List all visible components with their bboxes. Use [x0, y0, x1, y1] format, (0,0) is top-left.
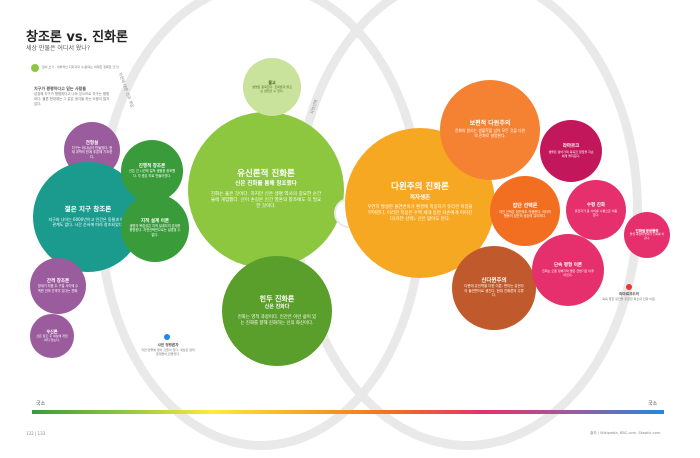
circle-jeonghyeong-body: 지구는 하나님이 만들었다. 현재 과학의 한계 추론에 기초한다.: [71, 145, 113, 159]
circle-small-title: 우신론: [46, 328, 58, 334]
circle-day-age-body: 생명의 복잡성은 지적 설계자의 존재를 증명한다. 자연선택만으로는 설명할 …: [129, 224, 181, 237]
circle-pink4-body: 발생 과정의 변화가 진화를 이끈다.: [629, 232, 665, 241]
circle-hindu-evolution: 힌두 진화론 신은 진화다 진화는 영적 과정이다. 인간은 이런 삶이 있는 …: [222, 256, 332, 366]
red-note-body: 획득 형질 유전을 주장한 최초의 진화 이론.: [602, 297, 656, 301]
circle-old-earth: 진행적 창조론 신은 긴 시간에 걸쳐 생물을 창조했다. 각 종은 따로 만들…: [121, 140, 183, 202]
circle-pink2-body: 유전자가 종 사이를 수평으로 이동한다.: [574, 208, 618, 217]
circle-hindu-title: 힌두 진화론: [259, 295, 295, 304]
circle-gaia-title: 불교: [268, 79, 276, 85]
circle-pink4-title: 진화발생생물학: [635, 229, 659, 234]
axis-right-label: 국소: [648, 401, 658, 407]
blue-note: 샤먼 정령론자 자연 만물에 영이 깃들어 있다. 세상은 영적 존재들이 만들…: [140, 343, 196, 356]
axis-gradient-bar: [32, 410, 664, 414]
circle-orthodox-body: 진화의 원리는 생물학을 넘어 모든 것을 다윈의 진화로 설명한다.: [454, 128, 526, 139]
circle-theistic-subtitle: 신은 진화를 통해 창조했다: [235, 181, 297, 188]
red-note-dot-icon: [626, 284, 632, 290]
circle-day-age-title: 지적 설계 이론: [141, 218, 169, 224]
circle-jeonghyeong-title: 전형설: [85, 140, 99, 146]
circle-orthodox-title: 보편적 다윈주의: [469, 120, 511, 128]
page-subtitle: 세상 만물은 어디서 왔나?: [26, 45, 91, 52]
circle-gap-body: 창세기 처음 두 구절 사이에 수백만 년의 간격이 있다는 견해.: [37, 284, 79, 293]
circle-old-earth-title: 진행적 창조론: [138, 164, 166, 170]
blue-note-dot-icon: [164, 334, 170, 340]
circle-pink2: 수평 진화 유전자가 종 사이를 수평으로 이동한다.: [566, 180, 626, 240]
footer-page-numbers: 132 | 133: [26, 431, 46, 436]
left-note: 지구가 평평하다고 믿는 사람들 성경에 지구가 평평하다고 나와 있으므로 지…: [34, 86, 112, 106]
circle-darwinian-title: 다윈주의 진화론: [391, 182, 449, 193]
footer-source: 출처 | Wikipedia, BBC.com, Skeptic.com: [590, 431, 661, 435]
circle-theistic-title: 유신론적 진화론: [237, 168, 295, 179]
circle-darwinian-subtitle: 적자생존: [409, 194, 431, 201]
circle-neo-darwinism: 신다윈주의 다윈에 유전학을 더한 이론. 변이는 유전자의 돌연변이로 생긴다…: [452, 246, 536, 330]
axis-left-label: 국소: [36, 401, 46, 407]
circle-pink4: 진화발생생물학 발생 과정의 변화가 진화를 이끈다.: [624, 212, 670, 258]
circle-pink1-body: 생물은 살아가며 획득한 형질을 자손에게 물려준다.: [548, 149, 594, 158]
circle-neo-title: 신다윈주의: [481, 277, 507, 284]
left-note-title: 지구가 평평하다고 믿는 사람들: [34, 86, 87, 91]
circle-hindu-subtitle: 신은 진화다: [264, 304, 290, 311]
circle-pink2-title: 수평 진화: [586, 203, 606, 209]
circle-old-earth-body: 신은 긴 시간에 걸쳐 생물을 창조했다. 각 종은 따로 만들어졌다.: [128, 169, 176, 178]
circle-pink3: 단속 평형 이론 진화는 오랜 정체기와 짧은 급변기로 이루어진다.: [532, 234, 604, 306]
circle-gaia-body: 생명은 윤회한다. 진화론과 불교는 양립할 수 있다.: [252, 85, 292, 94]
circle-theistic-body: 진화는 옳은 것이다. 하지만 신은 생명 역사의 중요한 순간들에 개입했다.…: [210, 191, 322, 210]
circle-selection: 집단 선택론 자연 선택은 집단에도 작용한다. 이타적 행동이 집단의 생존에…: [490, 176, 560, 246]
circle-darwinian-body: 우연히 발생한 돌연변이가 환경에 적응하기 유리한 이점을 부여한다. 이러한…: [367, 205, 473, 222]
page-title: 창조론 vs. 진화론: [26, 30, 128, 45]
circle-day-age: 지적 설계 이론 생명의 복잡성은 지적 설계자의 존재를 증명한다. 자연선택…: [121, 194, 189, 262]
circle-gap: 간격 창조론 창세기 처음 두 구절 사이에 수백만 년의 간격이 있다는 견해…: [30, 258, 86, 314]
blue-note-title: 샤먼 정령론자: [157, 343, 179, 347]
circle-selection-body: 자연 선택은 집단에도 작용한다. 이타적 행동이 집단의 생존에 유리하다.: [499, 209, 551, 218]
circle-gap-title: 간격 창조론: [46, 279, 70, 285]
circle-pink3-title: 단속 평형 이론: [554, 263, 582, 269]
red-note-title: 라마르크주의: [619, 292, 639, 296]
circle-gaia: 불교 생명은 윤회한다. 진화론과 불교는 양립할 수 있다.: [243, 58, 301, 116]
circle-pink1: 라마르크 생물은 살아가며 획득한 형질을 자손에게 물려준다.: [540, 120, 602, 182]
circle-theistic-evolution: 유신론적 진화론 신은 진화를 통해 창조했다 진화는 옳은 것이다. 하지만 …: [188, 112, 344, 268]
legend-text: 원이 쓰기 · 내부적인 지지자의 수(원의는 비례한 정확한 크기): [42, 65, 120, 69]
circle-young-earth-title: 젊은 지구 창조론: [64, 205, 112, 214]
red-note: 라마르크주의 획득 형질 유전을 주장한 최초의 진화 이론.: [600, 292, 658, 301]
circle-pink1-title: 라마르크: [562, 144, 580, 150]
circle-pink3-body: 진화는 오랜 정체기와 짧은 급변기로 이루어진다.: [542, 268, 594, 277]
circle-orthodox: 보편적 다윈주의 진화의 원리는 생물학을 넘어 모든 것을 다윈의 진화로 설…: [440, 80, 540, 180]
left-note-body: 성경에 지구가 평평하다고 나와 있으므로 지구는 평평하다. 물론 현대에는 …: [34, 92, 110, 106]
circle-small-body: 신은 창조 후 세상에 개입하지 않는다.: [36, 334, 68, 343]
circle-small: 우신론 신은 창조 후 세상에 개입하지 않는다.: [30, 314, 74, 358]
circle-selection-title: 집단 선택론: [512, 202, 538, 209]
blue-note-body: 자연 만물에 영이 깃들어 있다. 세상은 영적 존재들이 만들었다.: [141, 348, 195, 357]
circle-young-earth-body: 지구와 나이는 6000년이고 인간은 동물과 아무 관계도 없다. 시간 순서…: [48, 216, 128, 228]
circle-neo-body: 다윈에 유전학을 더한 이론. 변이는 유전자의 돌연변이로 생긴다. 현대 진…: [464, 284, 524, 298]
circle-hindu-body: 진화는 영적 과정이다. 인간은 이런 삶이 있는 진화를 향해 진화하는 신의…: [237, 314, 317, 326]
legend-dot-icon: [31, 64, 39, 72]
